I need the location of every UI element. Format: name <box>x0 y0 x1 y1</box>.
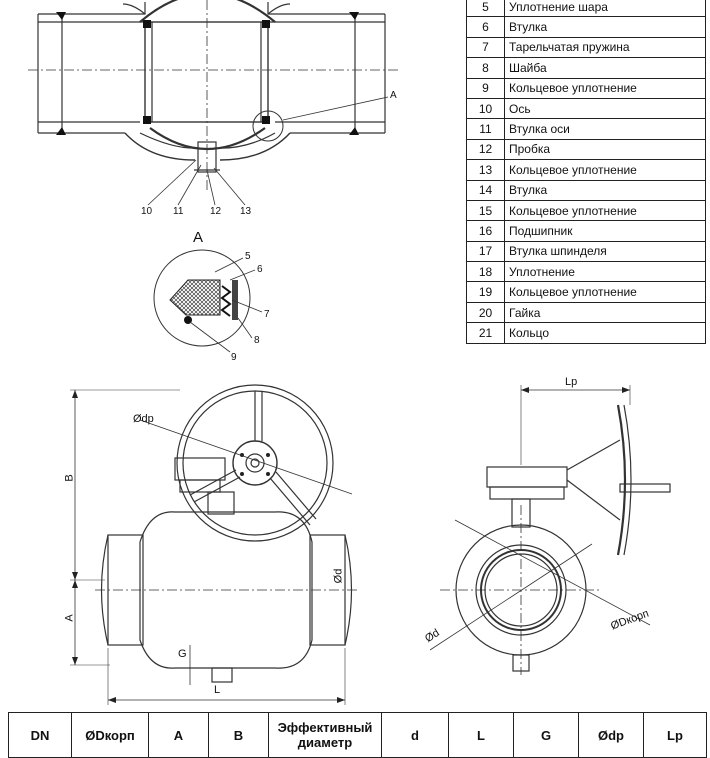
detail-label-5: 5 <box>245 251 251 262</box>
detail-label-6: 6 <box>257 264 263 275</box>
part-name: Тарельчатая пружина <box>504 36 706 59</box>
section-label-11: 11 <box>173 206 184 217</box>
part-number: 14 <box>466 179 505 201</box>
spec-header-g: G <box>513 712 579 758</box>
front-view-drawing <box>70 384 360 705</box>
part-name: Втулка шпинделя <box>504 240 706 263</box>
part-name: Подшипник <box>504 220 706 242</box>
callout-a-label: A <box>390 90 397 101</box>
side-view-drawing <box>429 385 671 675</box>
front-dim-dp: Ødp <box>133 413 154 425</box>
spec-header-dp: Ødp <box>578 712 644 758</box>
detail-a-title: A <box>193 229 204 246</box>
spec-header-dkorp: ØDкорп <box>71 712 149 758</box>
detail-label-8: 8 <box>254 335 260 346</box>
spec-header-d: d <box>381 712 449 758</box>
section-label-10: 10 <box>141 206 153 217</box>
detail-label-9: 9 <box>231 352 237 363</box>
part-number: 16 <box>466 220 505 242</box>
part-name: Кольцо <box>504 322 706 344</box>
spec-header-a: A <box>148 712 209 758</box>
spec-header-dn: DN <box>8 712 72 758</box>
spec-header-l: L <box>448 712 514 758</box>
part-name: Кольцевое уплотнение <box>504 159 706 181</box>
spec-header-b: B <box>208 712 269 758</box>
front-dim-l: L <box>214 684 221 696</box>
detail-label-7: 7 <box>264 309 270 320</box>
section-label-12: 12 <box>210 206 222 217</box>
part-name: Гайка <box>504 301 706 324</box>
spec-table: DN ØDкорп A B Эффективный диаметр d L G … <box>8 712 707 758</box>
part-number: 20 <box>466 301 505 324</box>
part-number: 19 <box>466 281 505 303</box>
section-label-13: 13 <box>240 206 252 217</box>
side-dim-lp: Lp <box>565 376 578 388</box>
section-drawing <box>28 0 400 206</box>
spec-header-lp: Lp <box>643 712 707 758</box>
part-number: 15 <box>466 199 505 222</box>
part-name: Кольцевое уплотнение <box>504 77 706 99</box>
part-name: Ось <box>504 97 706 120</box>
front-dim-g: G <box>178 648 187 660</box>
spec-header-eff-diameter: Эффективный диаметр <box>268 712 382 758</box>
